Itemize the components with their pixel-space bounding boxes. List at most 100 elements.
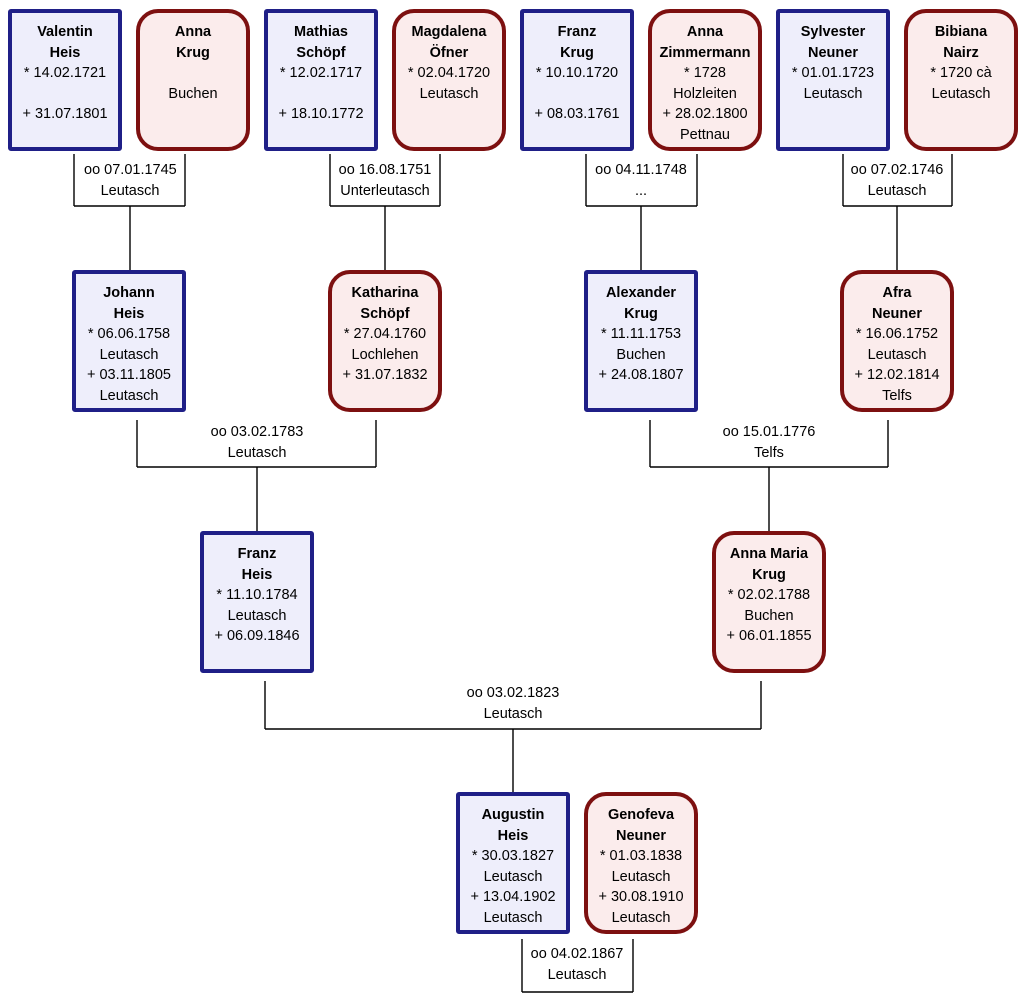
first-name: Anna Maria [729, 546, 809, 562]
marriage-label: oo 03.02.1783 Leutasch [206, 422, 308, 464]
person-card-anna-maria-krug[interactable]: Anna Maria Krug * 02.02.1788 Buchen + 06… [712, 531, 826, 673]
death-date: + 03.11.1805 [87, 367, 171, 383]
death-place: Leutasch [99, 387, 159, 404]
first-name: Anna [174, 24, 212, 40]
death-date: + 30.08.1910 [598, 889, 684, 905]
birth-date: * 02.02.1788 [727, 587, 811, 603]
person-card-bibiana-nairz[interactable]: Bibiana Nairz * 1720 cà Leutasch [904, 9, 1018, 151]
first-name: Afra [882, 285, 912, 301]
birth-place: Leutasch [99, 346, 159, 363]
birth-place: Leutasch [227, 607, 287, 624]
birth-date: * 02.04.1720 [407, 65, 491, 81]
last-name: Krug [176, 44, 210, 61]
first-name: Genofeva [607, 807, 675, 823]
birth-date: * 10.10.1720 [535, 65, 619, 81]
death-date: + 08.03.1761 [534, 106, 620, 122]
person-card-johann-heis[interactable]: Johann Heis * 06.06.1758 Leutasch + 03.1… [72, 270, 186, 412]
last-name: Neuner [872, 305, 922, 322]
last-name: Öfner [429, 44, 469, 61]
marriage-place: ... [634, 183, 648, 199]
marriage-place: Leutasch [547, 967, 607, 983]
first-name: Franz [557, 24, 597, 40]
person-card-mathias-schoepf[interactable]: Mathias Schöpf * 12.02.1717 + 18.10.1772 [264, 9, 378, 151]
person-card-franz-heis[interactable]: Franz Heis * 11.10.1784 Leutasch + 06.09… [200, 531, 314, 673]
marriage-place: Leutasch [483, 706, 543, 722]
last-name: Heis [113, 305, 145, 322]
death-date: + 18.10.1772 [278, 106, 364, 122]
person-card-afra-neuner[interactable]: Afra Neuner * 16.06.1752 Leutasch + 12.0… [840, 270, 954, 412]
marriage-label: oo 03.02.1823 Leutasch [462, 683, 564, 725]
marriage-date: oo 15.01.1776 [722, 424, 816, 440]
first-name: Bibiana [934, 24, 988, 40]
birth-date: * 27.04.1760 [343, 326, 427, 342]
birth-place: Leutasch [483, 868, 543, 885]
person-card-augustin-heis[interactable]: Augustin Heis * 30.03.1827 Leutasch + 13… [456, 792, 570, 934]
birth-date: * 30.03.1827 [471, 848, 555, 864]
birth-date: * 1728 [684, 65, 726, 81]
birth-place: Leutasch [931, 85, 991, 102]
first-name: Anna [686, 24, 724, 40]
last-name: Krug [560, 44, 594, 61]
marriage-place: Leutasch [227, 445, 287, 461]
marriage-date: oo 07.02.1746 [850, 162, 944, 178]
birth-place: Leutasch [803, 85, 863, 102]
person-card-magdalena-oefner[interactable]: Magdalena Öfner * 02.04.1720 Leutasch [392, 9, 506, 151]
death-date: + 31.07.1832 [342, 367, 428, 383]
marriage-date: oo 03.02.1823 [466, 685, 560, 701]
death-date: + 28.02.1800 [662, 106, 748, 122]
birth-date: * 11.10.1784 [216, 587, 298, 603]
death-date: + 31.07.1801 [22, 106, 108, 122]
person-card-franz-krug[interactable]: Franz Krug * 10.10.1720 + 08.03.1761 [520, 9, 634, 151]
person-card-valentin-heis[interactable]: Valentin Heis * 14.02.1721 + 31.07.1801 [8, 9, 122, 151]
marriage-label: oo 15.01.1776 Telfs [719, 422, 819, 464]
birth-place: Leutasch [867, 346, 927, 363]
marriage-date: oo 16.08.1751 [338, 162, 432, 178]
marriage-place: Unterleutasch [340, 183, 430, 199]
birth-date: * 1720 cà [930, 65, 992, 81]
death-place: Telfs [882, 387, 912, 404]
marriage-label: oo 07.01.1745 Leutasch [84, 160, 177, 202]
marriage-place: Telfs [754, 445, 784, 461]
person-card-anna-krug[interactable]: Anna Krug Buchen [136, 9, 250, 151]
birth-place: Buchen [168, 85, 218, 102]
marriage-date: oo 04.02.1867 [530, 946, 624, 962]
marriage-date: oo 04.11.1748 [595, 162, 687, 178]
birth-date: * 14.02.1721 [23, 65, 107, 81]
marriage-label: oo 07.02.1746 Leutasch [847, 160, 947, 202]
person-card-katharina-schoepf[interactable]: Katharina Schöpf * 27.04.1760 Lochlehen … [328, 270, 442, 412]
birth-date: * 16.06.1752 [855, 326, 939, 342]
last-name: Neuner [616, 827, 666, 844]
birth-date: * 01.03.1838 [599, 848, 683, 864]
marriage-label: oo 04.02.1867 Leutasch [527, 944, 627, 986]
person-card-sylvester-neuner[interactable]: Sylvester Neuner * 01.01.1723 Leutasch [776, 9, 890, 151]
birth-place: Buchen [616, 346, 666, 363]
last-name: Zimmermann [659, 44, 751, 61]
death-date: + 13.04.1902 [470, 889, 556, 905]
last-name: Nairz [943, 44, 979, 61]
death-date: + 24.08.1807 [598, 367, 684, 383]
person-card-genofeva-neuner[interactable]: Genofeva Neuner * 01.03.1838 Leutasch + … [584, 792, 698, 934]
marriage-date: oo 07.01.1745 [84, 162, 177, 178]
marriage-label: oo 04.11.1748 ... [591, 160, 691, 202]
first-name: Katharina [351, 285, 419, 301]
spacer [268, 84, 374, 105]
person-card-alexander-krug[interactable]: Alexander Krug * 11.11.1753 Buchen + 24.… [584, 270, 698, 412]
death-date: + 12.02.1814 [854, 367, 940, 383]
marriage-date: oo 03.02.1783 [210, 424, 304, 440]
spacer [524, 84, 630, 105]
first-name: Augustin [481, 807, 545, 823]
death-date: + 06.09.1846 [214, 628, 300, 644]
last-name: Heis [49, 44, 81, 61]
death-date: + 06.01.1855 [726, 628, 812, 644]
first-name: Alexander [605, 285, 677, 301]
birth-place: Leutasch [419, 85, 479, 102]
last-name: Heis [497, 827, 529, 844]
person-card-anna-zimmermann[interactable]: Anna Zimmermann * 1728 Holzleiten + 28.0… [648, 9, 762, 151]
birth-place: Leutasch [611, 868, 671, 885]
last-name: Schöpf [360, 305, 410, 322]
birth-place: Buchen [744, 607, 794, 624]
spacer [140, 63, 246, 84]
birth-date: * 06.06.1758 [87, 326, 171, 342]
